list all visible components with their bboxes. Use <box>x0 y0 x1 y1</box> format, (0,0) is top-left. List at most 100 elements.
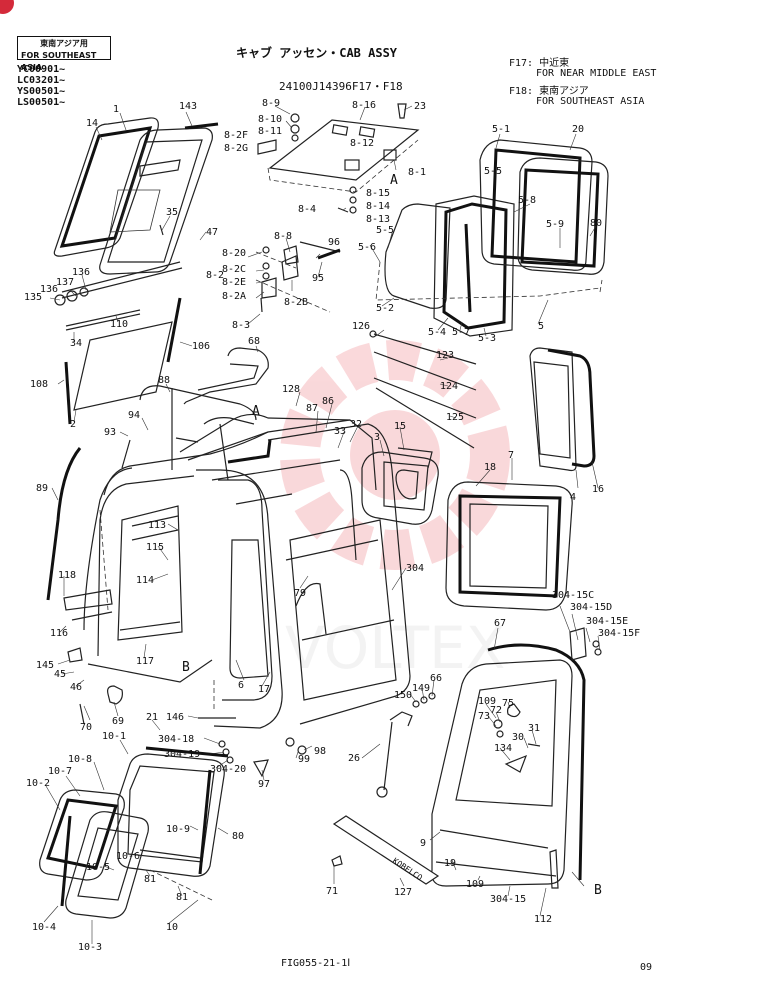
callout-label: 6 <box>238 680 244 691</box>
assy-part-number: 24100J14396F17・F18 <box>279 80 403 93</box>
side-window-group <box>375 139 609 337</box>
decal-strip: KOBELCO <box>331 815 440 885</box>
callout-label: 110 <box>110 319 128 330</box>
callout-label: 125 <box>446 412 464 423</box>
callout-label: 113 <box>148 520 166 531</box>
callout-label: 10-3 <box>78 942 102 953</box>
callout-label: 304-15 <box>490 894 526 905</box>
callout-label: 15 <box>394 421 406 432</box>
callout-label: 8-10 <box>258 114 282 125</box>
callout-label: 8-13 <box>366 214 390 225</box>
callout-label: 66 <box>430 673 442 684</box>
corner-glass-group <box>529 347 596 472</box>
callout-label: 304-15E <box>586 616 628 627</box>
corner-marker <box>0 0 14 14</box>
callout-label: 35 <box>166 207 178 218</box>
serial-list: YC00901~ LC03201~ YS00501~ LS00501~ <box>17 64 65 108</box>
rear-glass-group <box>361 447 573 611</box>
callout-label: 8-15 <box>366 188 390 199</box>
callout-label: 7 <box>508 450 514 461</box>
callout-label: 10-5 <box>86 862 110 873</box>
callout-label: 10-7 <box>48 766 72 777</box>
callout-label: 8-20 <box>222 248 246 259</box>
callout-label: 10 <box>166 922 178 933</box>
callout-label: 79 <box>294 588 306 599</box>
door-window-group <box>39 746 229 919</box>
callout-label: A <box>390 173 398 188</box>
callout-label: 73 <box>478 711 490 722</box>
callout-label: A <box>252 404 260 419</box>
callout-label: 137 <box>56 277 74 288</box>
callout-label: 94 <box>128 410 140 421</box>
callout-label: 117 <box>136 656 154 667</box>
callout-label: 45 <box>54 669 66 680</box>
callout-label: 304-19 <box>164 749 200 760</box>
note-f17: F17: 中近東 <box>509 58 570 69</box>
callout-label: 146 <box>166 712 184 723</box>
callout-label: 4 <box>570 492 576 503</box>
callout-label: 128 <box>282 384 300 395</box>
callout-label: 150 <box>394 690 412 701</box>
callout-label: 32 <box>350 419 362 430</box>
callout-label: 80 <box>590 218 602 229</box>
callout-label: 9 <box>420 838 426 849</box>
callout-label: 26 <box>348 753 360 764</box>
callout-label: 5-5 <box>484 166 502 177</box>
figure-number: FIG055-21-1Ⅰ <box>281 958 351 969</box>
callout-label: 69 <box>112 716 124 727</box>
serial-item: YC00901~ <box>17 64 66 75</box>
callout-label: B <box>594 883 602 898</box>
callout-labels: 1 14 143 35 47 137 136 136 135 34 110 10… <box>24 98 640 953</box>
callout-label: 72 <box>490 705 502 716</box>
callout-label: 304-15F <box>598 628 640 639</box>
callout-label: 17 <box>258 684 270 695</box>
callout-label: 115 <box>146 542 164 553</box>
callout-label: 3 <box>374 432 380 443</box>
callout-label: 8-11 <box>258 126 282 137</box>
callout-label: 10-2 <box>26 778 50 789</box>
callout-label: 8-2 <box>206 270 224 281</box>
callout-label: 8-16 <box>352 100 376 111</box>
support-rods <box>369 330 477 449</box>
callout-label: 134 <box>494 743 512 754</box>
callout-label: 5-4 <box>428 327 446 338</box>
callout-label: 30 <box>512 732 524 743</box>
callout-label: 23 <box>414 101 426 112</box>
callout-label: 149 <box>412 683 430 694</box>
left-seal-group <box>46 447 307 778</box>
roof-hatch-group <box>255 103 420 313</box>
callout-label: 5-3 <box>478 333 496 344</box>
callout-label: 88 <box>158 375 170 386</box>
callout-label: 136 <box>40 284 58 295</box>
callout-label: 109 <box>478 696 496 707</box>
callout-label: 31 <box>528 723 540 734</box>
callout-label: 5-9 <box>546 219 564 230</box>
note-f17-en: FOR NEAR MIDDLE EAST <box>536 68 657 79</box>
callout-label: 8-14 <box>366 201 390 212</box>
callout-label: 2 <box>70 419 76 430</box>
callout-label: 33 <box>334 426 346 437</box>
callout-label: 8-2B <box>284 297 308 308</box>
cab-door <box>376 627 602 889</box>
callout-label: 123 <box>436 350 454 361</box>
callout-label: 124 <box>440 381 458 392</box>
callout-label: 47 <box>206 227 218 238</box>
serial-item: YS00501~ <box>17 86 66 97</box>
callout-label: 81 <box>176 892 188 903</box>
callout-label: 71 <box>326 886 338 897</box>
callout-label: 19 <box>444 858 456 869</box>
callout-label: 21 <box>146 712 158 723</box>
callout-label: 70 <box>80 722 92 733</box>
callout-label: 106 <box>192 341 210 352</box>
region-box: 東南アジア用 FOR SOUTHEAST ASIA <box>17 36 111 72</box>
note-f18-en: FOR SOUTHEAST ASIA <box>536 96 645 107</box>
callout-label: 80 <box>232 831 244 842</box>
callout-label: 67 <box>494 618 506 629</box>
callout-label: 75 <box>502 698 514 709</box>
callout-label: 10-4 <box>32 922 56 933</box>
region-box-line-en: FOR SOUTHEAST ASIA <box>21 51 97 72</box>
callout-label: B <box>182 660 190 675</box>
note-f18: F18: 東南アジア <box>509 86 589 97</box>
callout-label: 46 <box>70 682 82 693</box>
